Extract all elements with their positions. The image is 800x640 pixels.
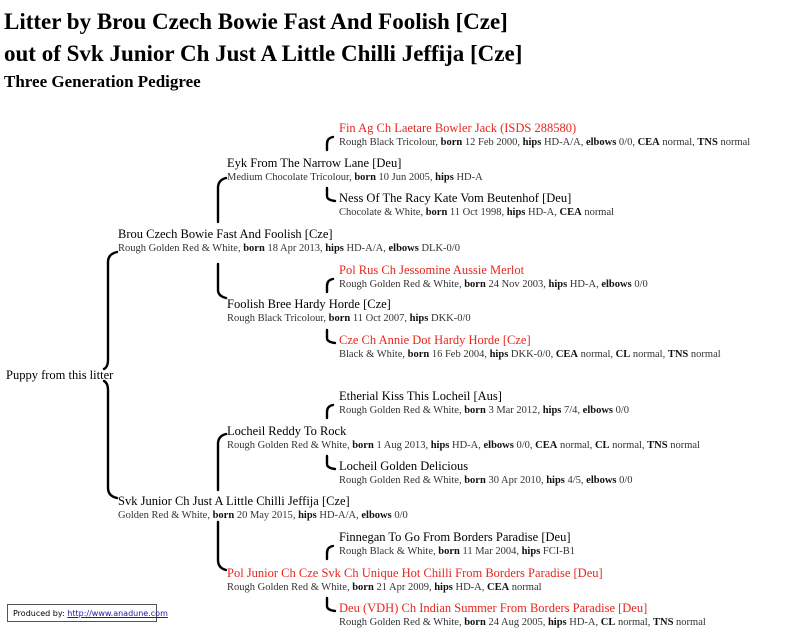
dog-details: Rough Black & White, born 11 Mar 2004, h… [339,546,575,557]
dog-ddd: Deu (VDH) Ch Indian Summer From Borders … [339,600,706,630]
dog-details: Rough Black Tricolour, born 11 Oct 2007,… [227,313,471,324]
dog-name: Pol Rus Ch Jessomine Aussie Merlot [339,263,525,277]
page-title-line2: out of Svk Junior Ch Just A Little Chill… [4,41,523,66]
dog-name: Locheil Reddy To Rock [227,424,347,438]
dog-details: Golden Red & White, born 20 May 2015, hi… [118,510,408,521]
dog-name: Etherial Kiss This Locheil [Aus] [339,389,502,403]
dog-dam-sire: Locheil Reddy To Rock Rough Golden Red &… [227,423,700,453]
dog-details: Rough Golden Red & White, born 21 Apr 20… [227,582,542,593]
dog-name: Fin Ag Ch Laetare Bowler Jack (ISDS 2885… [339,121,577,135]
dog-details: Rough Golden Red & White, born 24 Aug 20… [339,617,706,628]
produced-by-link[interactable]: http://www.anadune.com [67,609,168,618]
dog-dss: Etherial Kiss This Locheil [Aus] Rough G… [339,388,629,418]
hook-ddd [325,596,337,613]
dog-dam: Svk Junior Ch Just A Little Chilli Jeffi… [118,493,408,523]
dog-name: Locheil Golden Delicious [339,459,469,473]
dog-name: Brou Czech Bowie Fast And Foolish [Cze] [118,227,333,241]
dog-details: Rough Golden Red & White, born 30 Apr 20… [339,475,633,486]
produced-by-label: Produced by: [13,609,65,618]
dog-sds: Pol Rus Ch Jessomine Aussie Merlot Rough… [339,262,648,292]
dog-details: Rough Black Tricolour, born 12 Feb 2000,… [339,137,751,148]
page-subtitle: Three Generation Pedigree [4,72,201,91]
bracket-sire-upper [216,176,228,224]
hook-sss [325,135,335,152]
bracket-root-lower [102,379,119,500]
dog-sire-sire: Eyk From The Narrow Lane [Deu] Medium Ch… [227,155,483,185]
dog-dds: Finnegan To Go From Borders Paradise [De… [339,529,575,559]
dog-name: Eyk From The Narrow Lane [Deu] [227,156,402,170]
dog-name: Ness Of The Racy Kate Vom Beutenhof [Deu… [339,191,572,205]
dog-dsd: Locheil Golden Delicious Rough Golden Re… [339,458,633,488]
dog-details: Rough Golden Red & White, born 18 Apr 20… [118,243,460,254]
puppy-label: Puppy from this litter [6,368,114,382]
dog-details: Rough Golden Red & White, born 24 Nov 20… [339,279,648,290]
bracket-sire-lower [216,262,228,300]
hook-ssd [325,186,337,203]
produced-by-box: Produced by: http://www.anadune.com [7,604,168,622]
dog-name: Cze Ch Annie Dot Hardy Horde [Cze] [339,333,531,347]
dog-sire: Brou Czech Bowie Fast And Foolish [Cze] … [118,226,460,256]
page-title: Litter by Brou Czech Bowie Fast And Fool… [4,9,508,34]
bracket-root-upper [102,250,119,371]
dog-details: Black & White, born 16 Feb 2004, hips DK… [339,349,721,360]
hook-dds [325,544,335,561]
bracket-dam-upper [216,432,228,492]
dog-name: Foolish Bree Hardy Horde [Cze] [227,297,391,311]
hook-sdd [325,328,337,345]
dog-sdd: Cze Ch Annie Dot Hardy Horde [Cze] Black… [339,332,721,362]
hook-sds [325,277,335,294]
bracket-dam-lower [216,520,228,572]
dog-details: Chocolate & White, born 11 Oct 1998, hip… [339,207,615,218]
dog-name: Finnegan To Go From Borders Paradise [De… [339,530,571,544]
dog-dam-dam: Pol Junior Ch Cze Svk Ch Unique Hot Chil… [227,565,603,595]
dog-sss: Fin Ag Ch Laetare Bowler Jack (ISDS 2885… [339,120,750,150]
dog-name: Svk Junior Ch Just A Little Chilli Jeffi… [118,494,350,508]
hook-dss [325,403,335,420]
hook-dsd [325,454,337,471]
dog-ssd: Ness Of The Racy Kate Vom Beutenhof [Deu… [339,190,614,220]
dog-details: Rough Golden Red & White, born 3 Mar 201… [339,405,630,416]
dog-name: Deu (VDH) Ch Indian Summer From Borders … [339,601,648,615]
dog-sire-dam: Foolish Bree Hardy Horde [Cze] Rough Bla… [227,296,471,326]
dog-details: Medium Chocolate Tricolour, born 10 Jun … [227,172,483,183]
dog-details: Rough Golden Red & White, born 1 Aug 201… [227,440,700,451]
dog-name: Pol Junior Ch Cze Svk Ch Unique Hot Chil… [227,566,603,580]
